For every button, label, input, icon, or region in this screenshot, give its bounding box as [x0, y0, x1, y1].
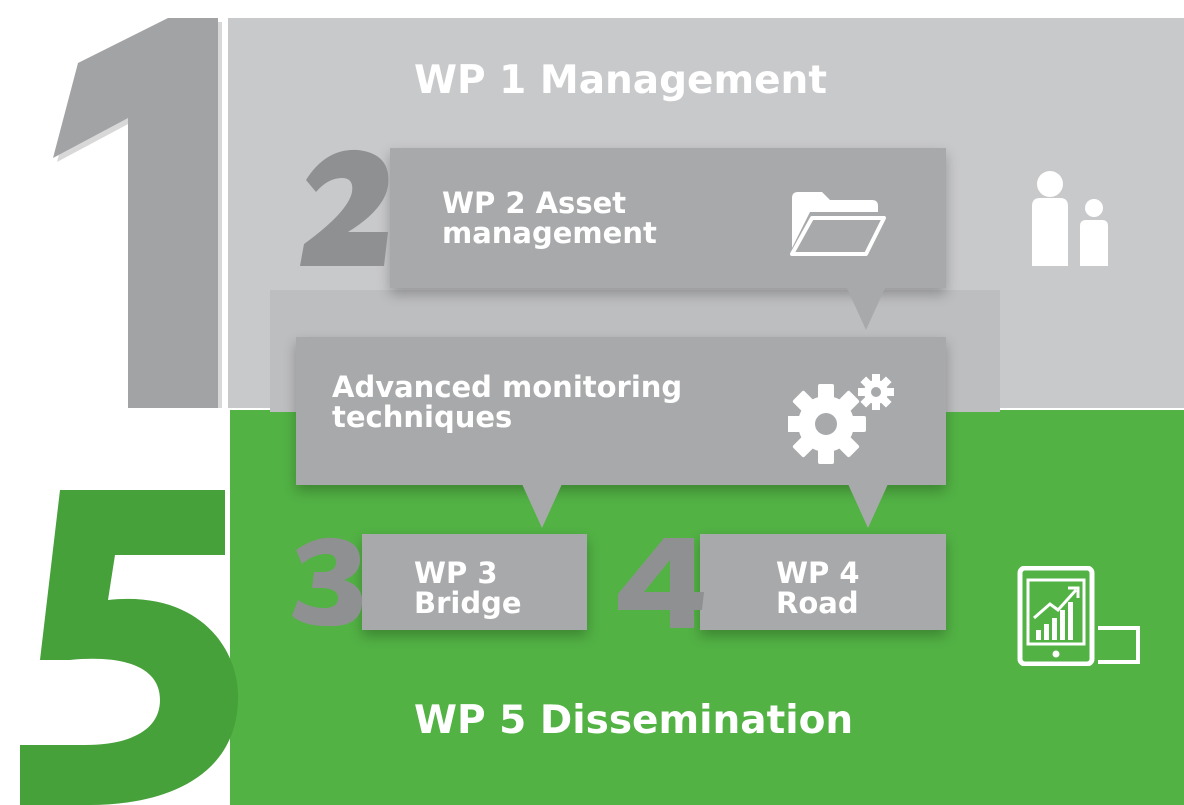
wp3-bridge-box — [362, 534, 587, 630]
numeral-5: 5 — [0, 460, 239, 805]
wp2-label-line1: WP 2 Asset — [442, 186, 627, 220]
numeral-2-label: 2 — [296, 148, 297, 149]
wp2-label-line2: management — [442, 216, 657, 250]
tablet-chart-icon — [1017, 566, 1140, 666]
folder-icon — [790, 192, 886, 256]
numeral-1: 1 — [18, 8, 222, 408]
gears-icon — [788, 374, 894, 464]
wp5-title: WP 5 Dissemination — [414, 698, 854, 743]
numeral-1-label: 1 — [18, 8, 19, 9]
numeral-3-label: 3 — [290, 536, 291, 537]
advanced-pointer-right — [848, 484, 888, 528]
numeral-4: 4 — [614, 536, 704, 628]
wp3-label-line1: WP 3 — [414, 556, 498, 590]
advanced-monitoring-label: Advanced monitoring techniques — [332, 372, 772, 432]
wp4-label: WP 4 Road — [776, 558, 926, 618]
people-icon — [1032, 171, 1108, 266]
advanced-label-line1: Advanced monitoring — [332, 370, 683, 404]
wp2-pointer — [846, 286, 886, 330]
wp1-title: WP 1 Management — [414, 58, 827, 103]
wp4-label-line1: WP 4 — [776, 556, 860, 590]
numeral-3: 3 — [290, 536, 363, 627]
wp2-label: WP 2 Asset management — [442, 188, 742, 248]
wp3-label: WP 3 Bridge — [414, 558, 564, 618]
numeral-2: 2 — [296, 148, 389, 266]
numeral-4-label: 4 — [614, 536, 615, 537]
wp4-label-line2: Road — [776, 586, 859, 620]
wp4-road-box — [700, 534, 946, 630]
advanced-pointer-left — [522, 484, 562, 528]
wp3-label-line2: Bridge — [414, 586, 522, 620]
advanced-label-line2: techniques — [332, 400, 513, 434]
numeral-5-label: 5 — [0, 460, 1, 461]
